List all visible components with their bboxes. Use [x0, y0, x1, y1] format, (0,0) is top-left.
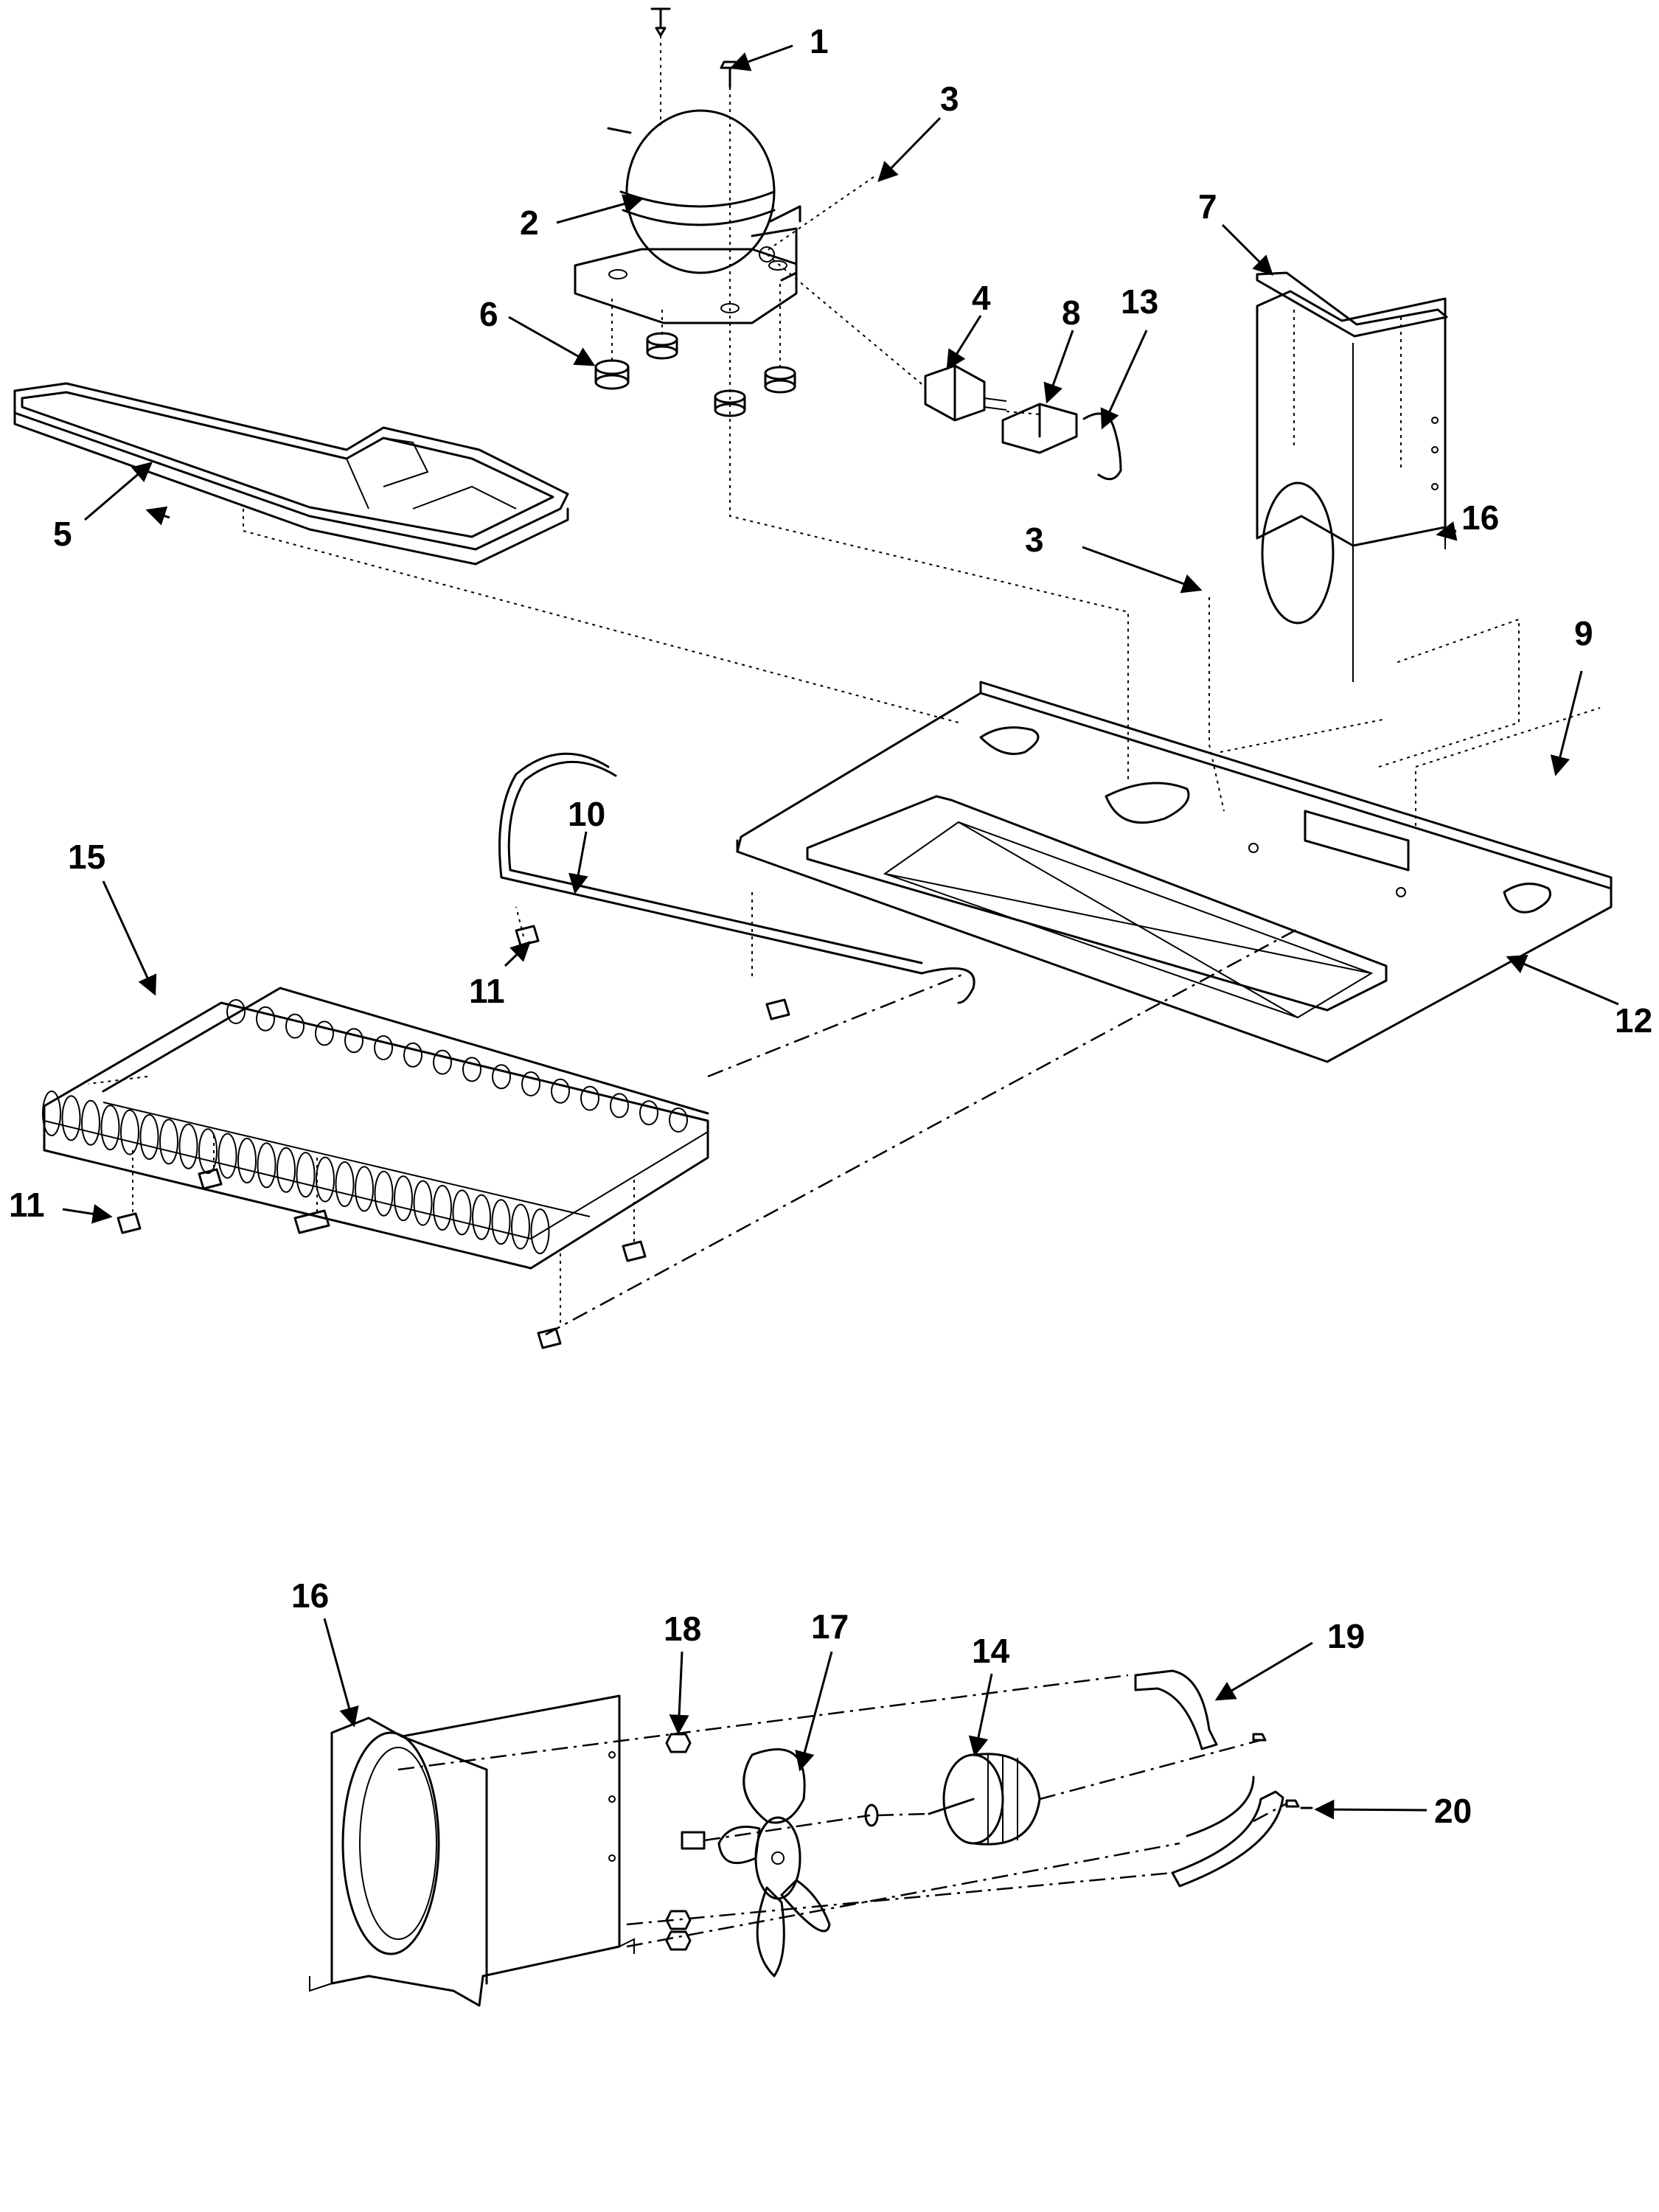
callout-16-upper: 16	[1461, 498, 1499, 537]
fan-shroud-upper	[1256, 290, 1447, 682]
callout-7: 7	[1198, 187, 1217, 226]
callout-20: 20	[1434, 1792, 1472, 1830]
callout-19: 19	[1327, 1617, 1365, 1655]
assembly-guide-lines	[88, 35, 1601, 1336]
callout-11-upper: 11	[469, 972, 505, 1010]
callout-8: 8	[1062, 293, 1081, 332]
callout-1: 1	[810, 22, 829, 60]
callout-13: 13	[1121, 282, 1158, 321]
lower-assembly-guide-lines	[397, 1674, 1287, 1948]
relay	[924, 364, 1007, 422]
compressor-top-screws	[650, 7, 740, 88]
drain-pan	[13, 382, 569, 566]
nuts	[665, 1733, 692, 1951]
overload-protector	[1001, 403, 1078, 454]
callout-6: 6	[479, 295, 498, 333]
callout-2: 2	[520, 204, 539, 242]
condenser-tube	[498, 752, 975, 1004]
callout-5: 5	[53, 515, 72, 553]
shroud-top-bracket	[1256, 271, 1448, 338]
callout-16-lower: 16	[291, 1576, 329, 1615]
motor-bracket-upper	[1134, 1669, 1267, 1750]
callout-14: 14	[972, 1632, 1010, 1670]
motor-bracket-lower	[1171, 1775, 1313, 1888]
fan-clip	[681, 1831, 706, 1850]
fan-motor	[928, 1753, 1041, 1846]
grommets	[594, 332, 796, 417]
callout-17: 17	[811, 1607, 849, 1646]
condenser-coil	[42, 987, 709, 1270]
callout-10: 10	[568, 795, 605, 833]
callout-11-lower: 11	[9, 1186, 45, 1224]
callout-12: 12	[1615, 1001, 1652, 1040]
callout-18: 18	[664, 1610, 701, 1648]
base-plate	[736, 681, 1613, 1063]
compressor	[574, 109, 801, 324]
callout-3-base: 3	[1025, 521, 1044, 559]
callout-4: 4	[972, 279, 991, 317]
wire-clip	[1082, 412, 1122, 481]
callout-labels: 1 2 3 4 5 6 7 8 13 16 3 9 10 11 15 12 11…	[9, 22, 1652, 1830]
callout-3-compressor: 3	[940, 80, 959, 118]
fan-blade	[717, 1748, 831, 1978]
callout-leaders	[62, 44, 1619, 1820]
spacers	[116, 925, 790, 1349]
fan-shroud-lower	[309, 1694, 635, 2007]
callout-15: 15	[68, 838, 105, 876]
callout-9: 9	[1574, 614, 1593, 653]
